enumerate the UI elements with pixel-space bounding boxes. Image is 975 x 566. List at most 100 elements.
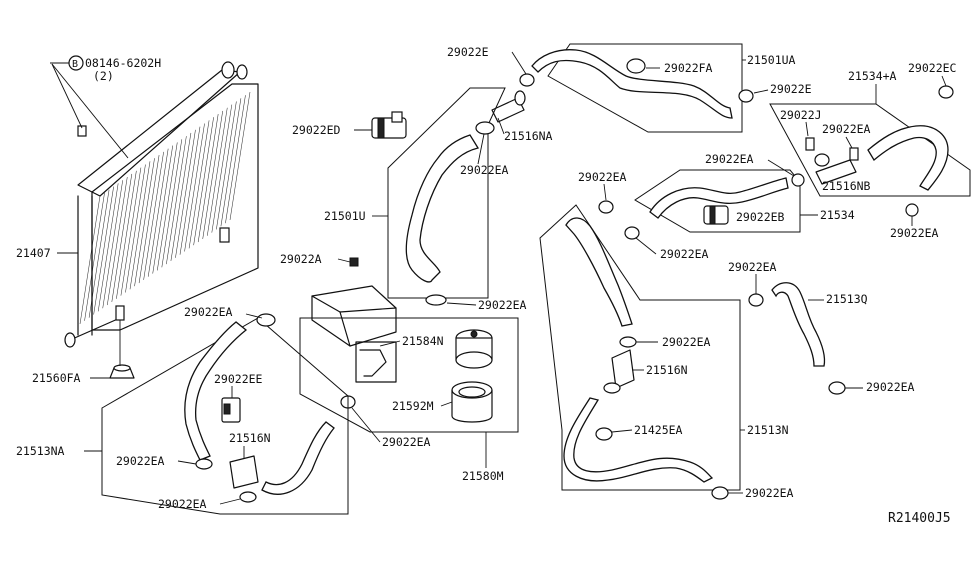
label-radiator: 21407 bbox=[16, 246, 51, 260]
clip-ea-q-low-icon bbox=[828, 381, 846, 395]
label-clip-ec: 29022EC bbox=[908, 61, 957, 75]
label-clip-ea-ln-low: 29022EA bbox=[745, 486, 794, 500]
label-radiator-mount: 21560FA bbox=[32, 371, 81, 385]
radiator-bracket bbox=[219, 227, 230, 243]
radiator-fin bbox=[79, 195, 101, 325]
radiator-top-tank bbox=[77, 69, 241, 197]
label-clip-ea-la-mid: 29022EA bbox=[116, 454, 165, 468]
clip-ea-hb-low-icon bbox=[905, 203, 919, 217]
upper-hose-lower-clamp bbox=[425, 294, 447, 306]
label-connector-nb: 21516NB bbox=[822, 179, 871, 193]
tank-cap-icon bbox=[455, 329, 493, 369]
label-clip-ea-la-low: 29022EA bbox=[158, 497, 207, 511]
radiator-fin bbox=[161, 139, 183, 268]
label-clip-fa: 29022FA bbox=[664, 61, 713, 75]
label-clip-ea-upper-low: 29022EA bbox=[478, 298, 527, 312]
hose-b-a bbox=[867, 125, 949, 191]
tank-assy-box bbox=[299, 317, 519, 433]
label-clip-ea-mid-2: 29022EA bbox=[660, 247, 709, 261]
connector-nb-icon bbox=[815, 159, 857, 185]
reservoir-tank-icon bbox=[311, 285, 397, 383]
label-clip-j: 29022J bbox=[780, 108, 822, 122]
radiator-fin bbox=[193, 117, 214, 246]
radiator-fin bbox=[188, 120, 210, 249]
lower-hose-a bbox=[261, 421, 335, 495]
clip-j-icon bbox=[805, 137, 815, 151]
radiator-fin bbox=[97, 183, 119, 312]
lower-hose-a-upper bbox=[184, 321, 248, 461]
radiator-fin bbox=[134, 158, 155, 287]
bracket-m-icon bbox=[451, 381, 493, 423]
radiator-fin bbox=[125, 164, 146, 293]
clip-fa-icon bbox=[626, 58, 646, 74]
clip-ea-la-mid-icon bbox=[195, 458, 213, 470]
label-bracket: 21592M bbox=[392, 399, 434, 413]
radiator-fin bbox=[107, 177, 128, 306]
label-clip-ea-ln: 29022EA bbox=[662, 335, 711, 349]
label-clip-ea-upper: 29022EA bbox=[460, 163, 509, 177]
radiator-fin bbox=[143, 151, 164, 280]
radiator-fin bbox=[170, 132, 192, 262]
lower-hose-upper bbox=[565, 217, 633, 327]
upper-hose bbox=[405, 134, 480, 283]
clip-ea-hb-top-icon bbox=[791, 173, 805, 187]
clip-ea-q-icon bbox=[748, 293, 764, 307]
clip-ea-ln-low-icon bbox=[711, 486, 729, 500]
label-bolt-qty: (2) bbox=[93, 69, 114, 83]
clip-ec-icon bbox=[938, 85, 954, 99]
label-clip-ea-mid-1: 29022EA bbox=[578, 170, 627, 184]
clamp-ea-icon bbox=[595, 427, 613, 441]
radiator-fin bbox=[220, 98, 242, 227]
label-clip-e-right: 29022E bbox=[770, 82, 812, 96]
label-lower-hose-a: 21513NA bbox=[16, 444, 65, 458]
label-upper-hose-a: 21501UA bbox=[747, 53, 796, 67]
label-connector-n-right: 21516N bbox=[646, 363, 688, 377]
radiator-fin bbox=[184, 123, 205, 252]
radiator-fins bbox=[79, 91, 251, 325]
bolt-marker-letter: B bbox=[72, 59, 78, 70]
label-hose-b: 21534 bbox=[820, 208, 855, 222]
label-clip-ea-tank: 29022EA bbox=[382, 435, 431, 449]
upper-hose-clamp bbox=[475, 121, 495, 135]
label-clip-ea-la: 29022EA bbox=[184, 305, 233, 319]
label-hose-q: 21513Q bbox=[826, 292, 868, 306]
clip-a-icon bbox=[349, 257, 359, 267]
connector-na-icon bbox=[491, 97, 525, 123]
radiator-fin bbox=[111, 173, 133, 302]
label-hose-b-a: 21534+A bbox=[848, 69, 897, 83]
radiator-fin bbox=[116, 170, 137, 299]
radiator-fin bbox=[216, 101, 237, 230]
radiator-fin bbox=[197, 114, 219, 243]
radiator-fin bbox=[120, 167, 142, 296]
radiator-fin bbox=[129, 161, 151, 290]
clip-eb-icon bbox=[703, 205, 729, 225]
ref-code: R21400J5 bbox=[888, 511, 951, 526]
hose-b bbox=[649, 177, 789, 219]
clip-e-top-icon bbox=[519, 73, 535, 87]
label-clip-eb: 29022EB bbox=[736, 210, 785, 224]
clip-ee-icon bbox=[221, 397, 241, 423]
radiator-fin bbox=[229, 91, 251, 221]
label-clip-ea-hb-top: 29022EA bbox=[705, 152, 754, 166]
radiator-fin bbox=[93, 186, 114, 315]
radiator-fin bbox=[207, 107, 228, 236]
clip-e-right-icon bbox=[738, 89, 754, 103]
label-clip-ea-q: 29022EA bbox=[728, 260, 777, 274]
label-clip-ee: 29022EE bbox=[214, 372, 263, 386]
radiator-fin bbox=[202, 110, 223, 239]
radiator-fin bbox=[84, 192, 105, 321]
label-bolt-code: 08146-6202H bbox=[85, 56, 161, 70]
upper-hose-a bbox=[531, 49, 733, 119]
label-clip-a: 29022A bbox=[280, 252, 322, 266]
radiator-fin bbox=[175, 129, 196, 258]
radiator-assembly bbox=[64, 61, 259, 379]
label-upper-hose: 21501U bbox=[324, 209, 366, 223]
label-clip-ed: 29022ED bbox=[292, 123, 341, 137]
radiator-outlet-pipe bbox=[64, 332, 76, 348]
clip-ea-mid-1-icon bbox=[598, 200, 614, 214]
radiator-fin bbox=[225, 95, 246, 224]
radiator-fin bbox=[102, 180, 123, 309]
label-clip-ea-hb-low: 29022EA bbox=[890, 226, 939, 240]
